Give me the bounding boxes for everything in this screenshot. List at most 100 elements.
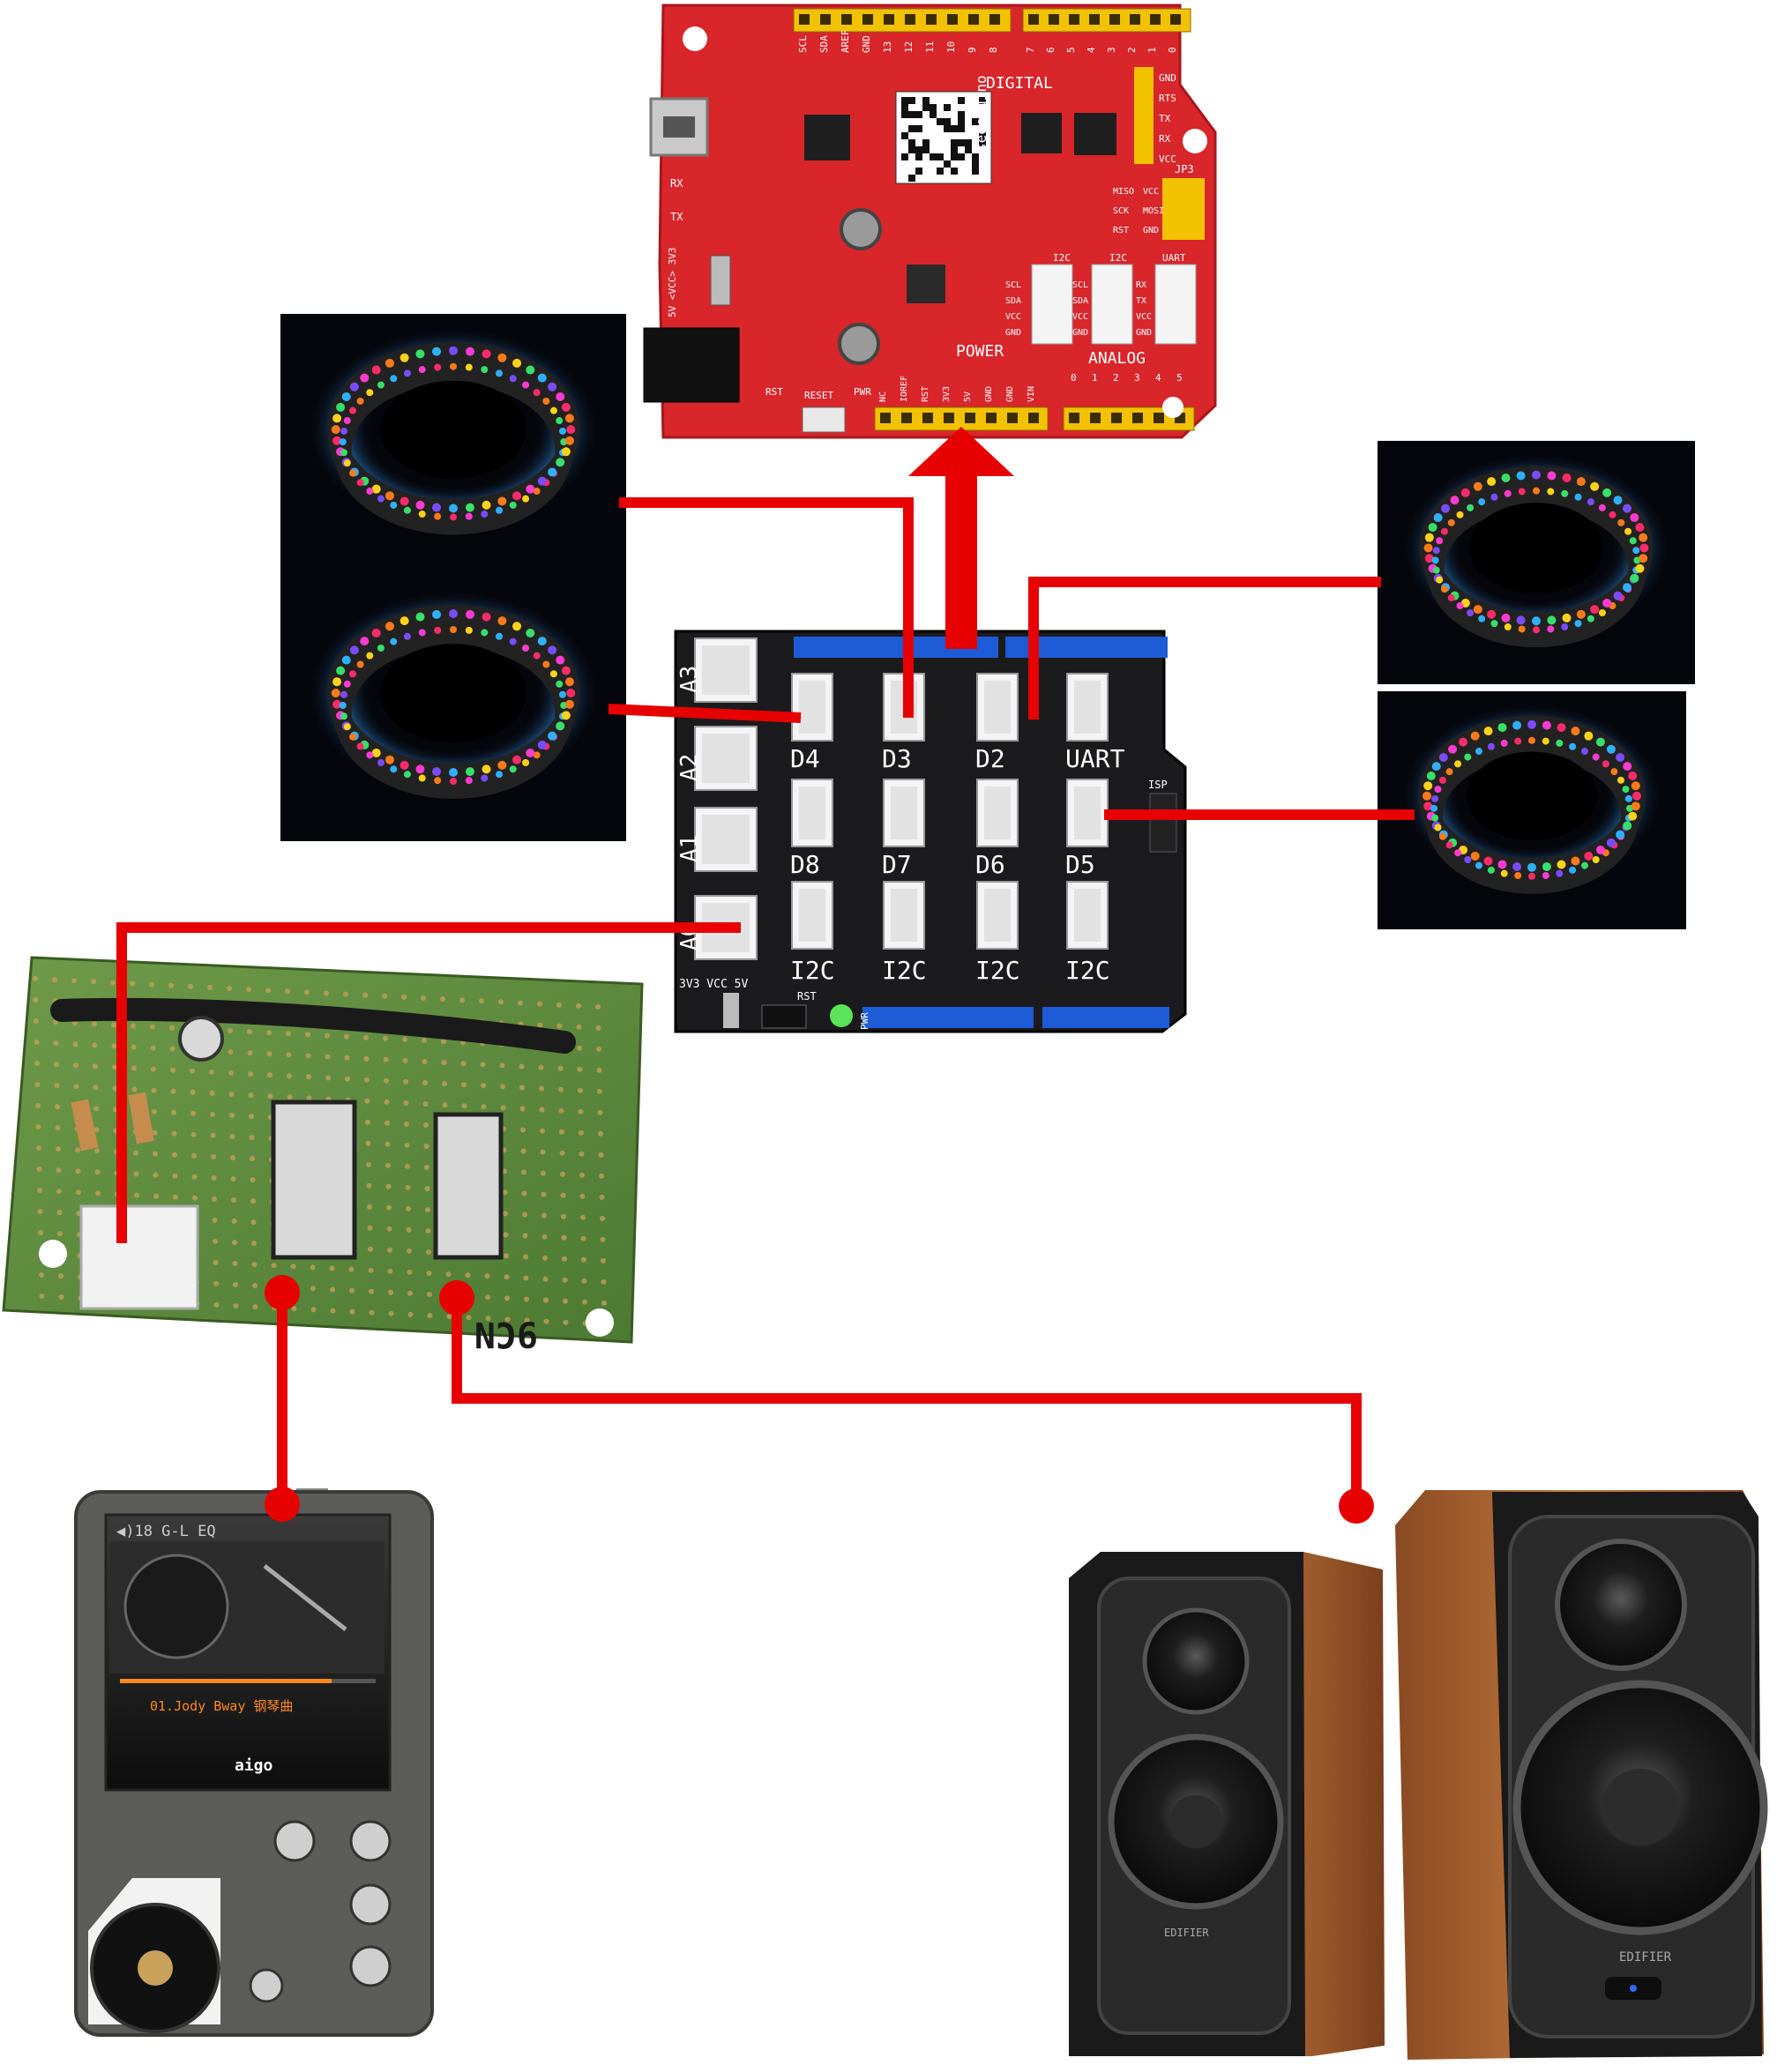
proto-hole (110, 980, 116, 986)
isp-header (1149, 793, 1177, 853)
qr-cell (958, 97, 965, 104)
proto-hole (582, 1299, 587, 1305)
back-button (349, 1945, 392, 1987)
qr-cell (901, 111, 908, 118)
proto-hole (172, 1152, 177, 1158)
proto-hole (577, 1066, 583, 1072)
proto-hole (576, 1003, 581, 1009)
digital-pin-label: AREF (840, 30, 851, 54)
proto-hole (305, 1053, 311, 1059)
proto-hole (405, 1184, 411, 1190)
proto-hole (581, 1278, 587, 1284)
proto-hole (266, 1051, 273, 1057)
proto-hole (290, 1264, 296, 1270)
proto-hole (131, 1023, 136, 1029)
led-dot (432, 503, 442, 512)
pin-hole (799, 14, 810, 25)
digital-pin-label: 13 (882, 41, 893, 53)
proto-hole (252, 1283, 258, 1289)
led-dot (561, 666, 571, 675)
proto-hole (56, 1146, 61, 1152)
led-dot (1473, 605, 1482, 615)
power-pin-label: RST (921, 386, 930, 402)
proto-hole (310, 1307, 317, 1313)
led-dot (1490, 493, 1498, 501)
led-dot (537, 740, 547, 749)
led-dot (1447, 594, 1455, 602)
capacitor (838, 323, 880, 365)
wire-led2-d4 (608, 704, 802, 723)
proto-hole (190, 1110, 196, 1116)
proto-hole (310, 1264, 316, 1271)
qr-cell (908, 146, 915, 153)
proto-hole (173, 1194, 178, 1200)
proto-hole (383, 1035, 388, 1041)
proto-hole (190, 1089, 196, 1095)
proto-hole (523, 1275, 529, 1281)
proto-hole (249, 1135, 255, 1141)
icsp-pin-label: GND (1143, 226, 1159, 235)
proto-hole (368, 1267, 374, 1273)
digital-pin-label: SCL (797, 35, 809, 53)
proto-hole (423, 1122, 429, 1128)
led-dot (1561, 489, 1569, 497)
proto-hole (557, 1065, 564, 1071)
led-dot (533, 751, 541, 759)
proto-hole (366, 1161, 371, 1167)
led-dot (1623, 821, 1632, 831)
led-dot (465, 347, 474, 356)
icsp-pin-label: RST (1113, 226, 1129, 235)
next-button (349, 1820, 392, 1862)
side-pin-label: VCC (1159, 153, 1176, 165)
led-dot (1609, 511, 1617, 518)
dust-cap (1169, 1795, 1222, 1848)
proto-hole (150, 1024, 155, 1030)
pin-hole (1111, 413, 1122, 423)
led-dot (418, 511, 426, 518)
proto-hole (578, 1087, 583, 1093)
led-dot (1632, 547, 1640, 555)
usb-port-opening (663, 116, 695, 138)
proto-hole (36, 1167, 42, 1172)
icsp-pin-label: MOSI (1143, 206, 1164, 216)
grove-port-i2c-b (1091, 264, 1133, 345)
led-dot (526, 749, 535, 758)
led-dot (1424, 554, 1434, 563)
proto-hole (54, 1083, 60, 1089)
proto-hole (541, 1191, 547, 1197)
proto-hole (519, 1106, 526, 1112)
qr-cell (958, 111, 965, 118)
proto-hole (386, 1204, 392, 1211)
led-dot (1556, 869, 1564, 877)
led-dot (390, 375, 398, 383)
proto-hole (385, 1141, 391, 1147)
led-dot (1431, 556, 1439, 564)
led-strip-2 (280, 577, 626, 841)
led-dot (509, 501, 517, 509)
proto-hole (247, 1029, 252, 1035)
analog-pin-label: 0 (1071, 372, 1077, 384)
led-dot (1602, 488, 1612, 497)
proto-hole (579, 1193, 586, 1199)
led-dot (1628, 771, 1638, 780)
proto-hole (267, 1072, 273, 1078)
proto-hole (543, 1297, 549, 1303)
proto-hole (537, 1001, 542, 1007)
proto-hole (75, 1168, 81, 1174)
proto-hole (91, 979, 96, 985)
proto-hole (460, 1061, 467, 1067)
qr-cell (972, 118, 979, 125)
led-dot (1617, 518, 1625, 526)
label-i2c-a: I2C (1053, 252, 1071, 264)
led-dot (1438, 753, 1448, 763)
port-label-i2c4: I2C (1065, 956, 1110, 985)
led-dot (1562, 613, 1572, 622)
digital-pin-label: 3 (1106, 47, 1117, 53)
led-dot (434, 777, 442, 785)
label-pwr: PWR (859, 1012, 870, 1030)
wire-led1-d3 (619, 497, 914, 718)
proto-hole (210, 1111, 215, 1117)
led-dot (366, 751, 374, 759)
